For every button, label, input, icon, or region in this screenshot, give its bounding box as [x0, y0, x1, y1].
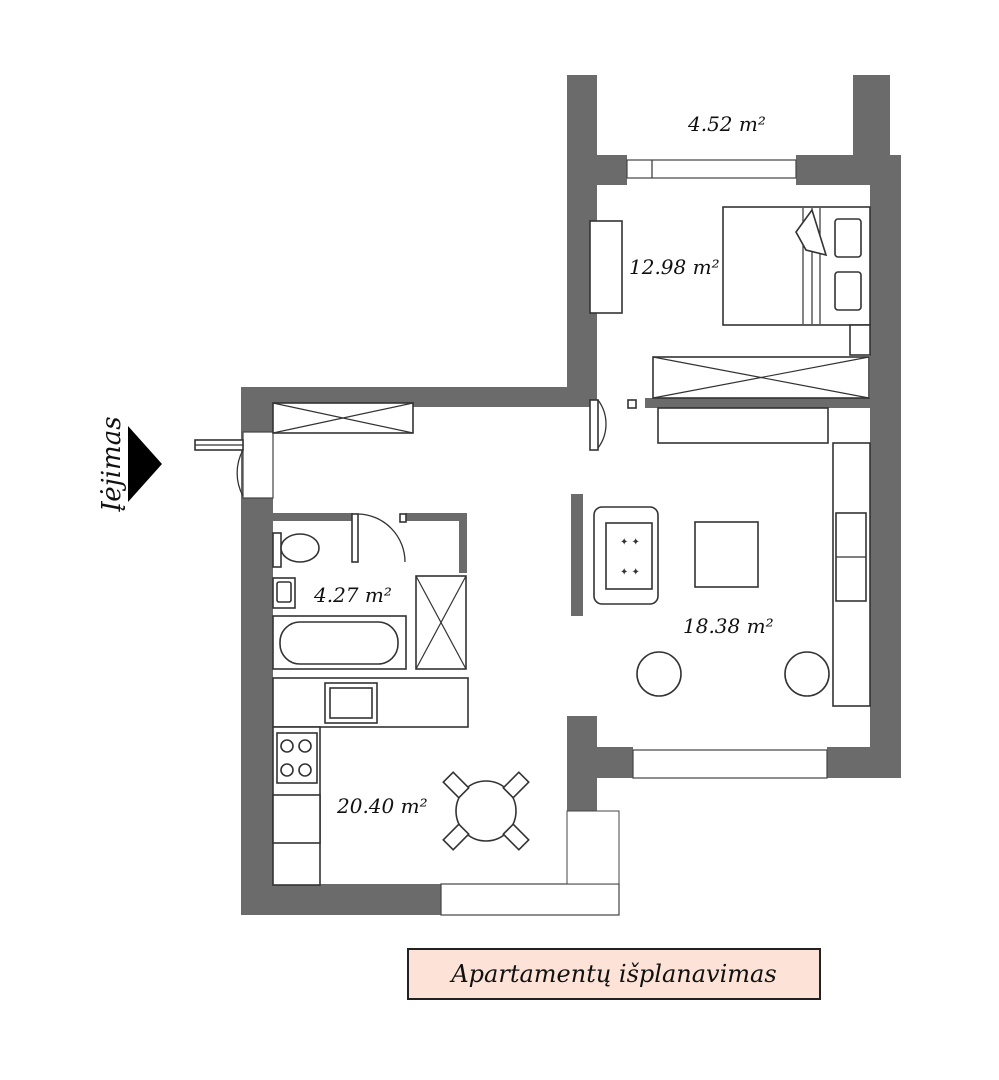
entrance-label: Įėjimas	[97, 416, 127, 512]
living-furniture: ✦ ✦ ✦ ✦	[593, 407, 871, 707]
windows	[242, 77, 853, 916]
living-room-area-label: 18.38 m²	[683, 614, 774, 638]
doors	[194, 399, 637, 563]
bathroom-area-label: 4.27 m²	[313, 583, 392, 607]
entrance-arrow-icon	[128, 426, 162, 502]
bedroom-furniture	[589, 206, 871, 399]
entrance-marker: Įėjimas	[97, 416, 162, 512]
area-labels: 4.52 m² 12.98 m² 4.27 m² 18.38 m² 20.40 …	[313, 112, 774, 818]
balcony-area-label: 4.52 m²	[687, 112, 766, 136]
plan-caption: Apartamentų išplanavimas	[407, 948, 821, 1000]
kitchen-area-label: 20.40 m²	[336, 794, 428, 818]
walls	[241, 75, 901, 915]
hall-furniture	[272, 402, 414, 434]
kitchen-furniture	[272, 677, 530, 886]
svg-text:✦ ✦: ✦ ✦	[620, 537, 640, 548]
svg-text:✦ ✦: ✦ ✦	[620, 567, 640, 578]
bathroom-furniture	[272, 532, 467, 670]
bedroom-area-label: 12.98 m²	[629, 255, 720, 279]
